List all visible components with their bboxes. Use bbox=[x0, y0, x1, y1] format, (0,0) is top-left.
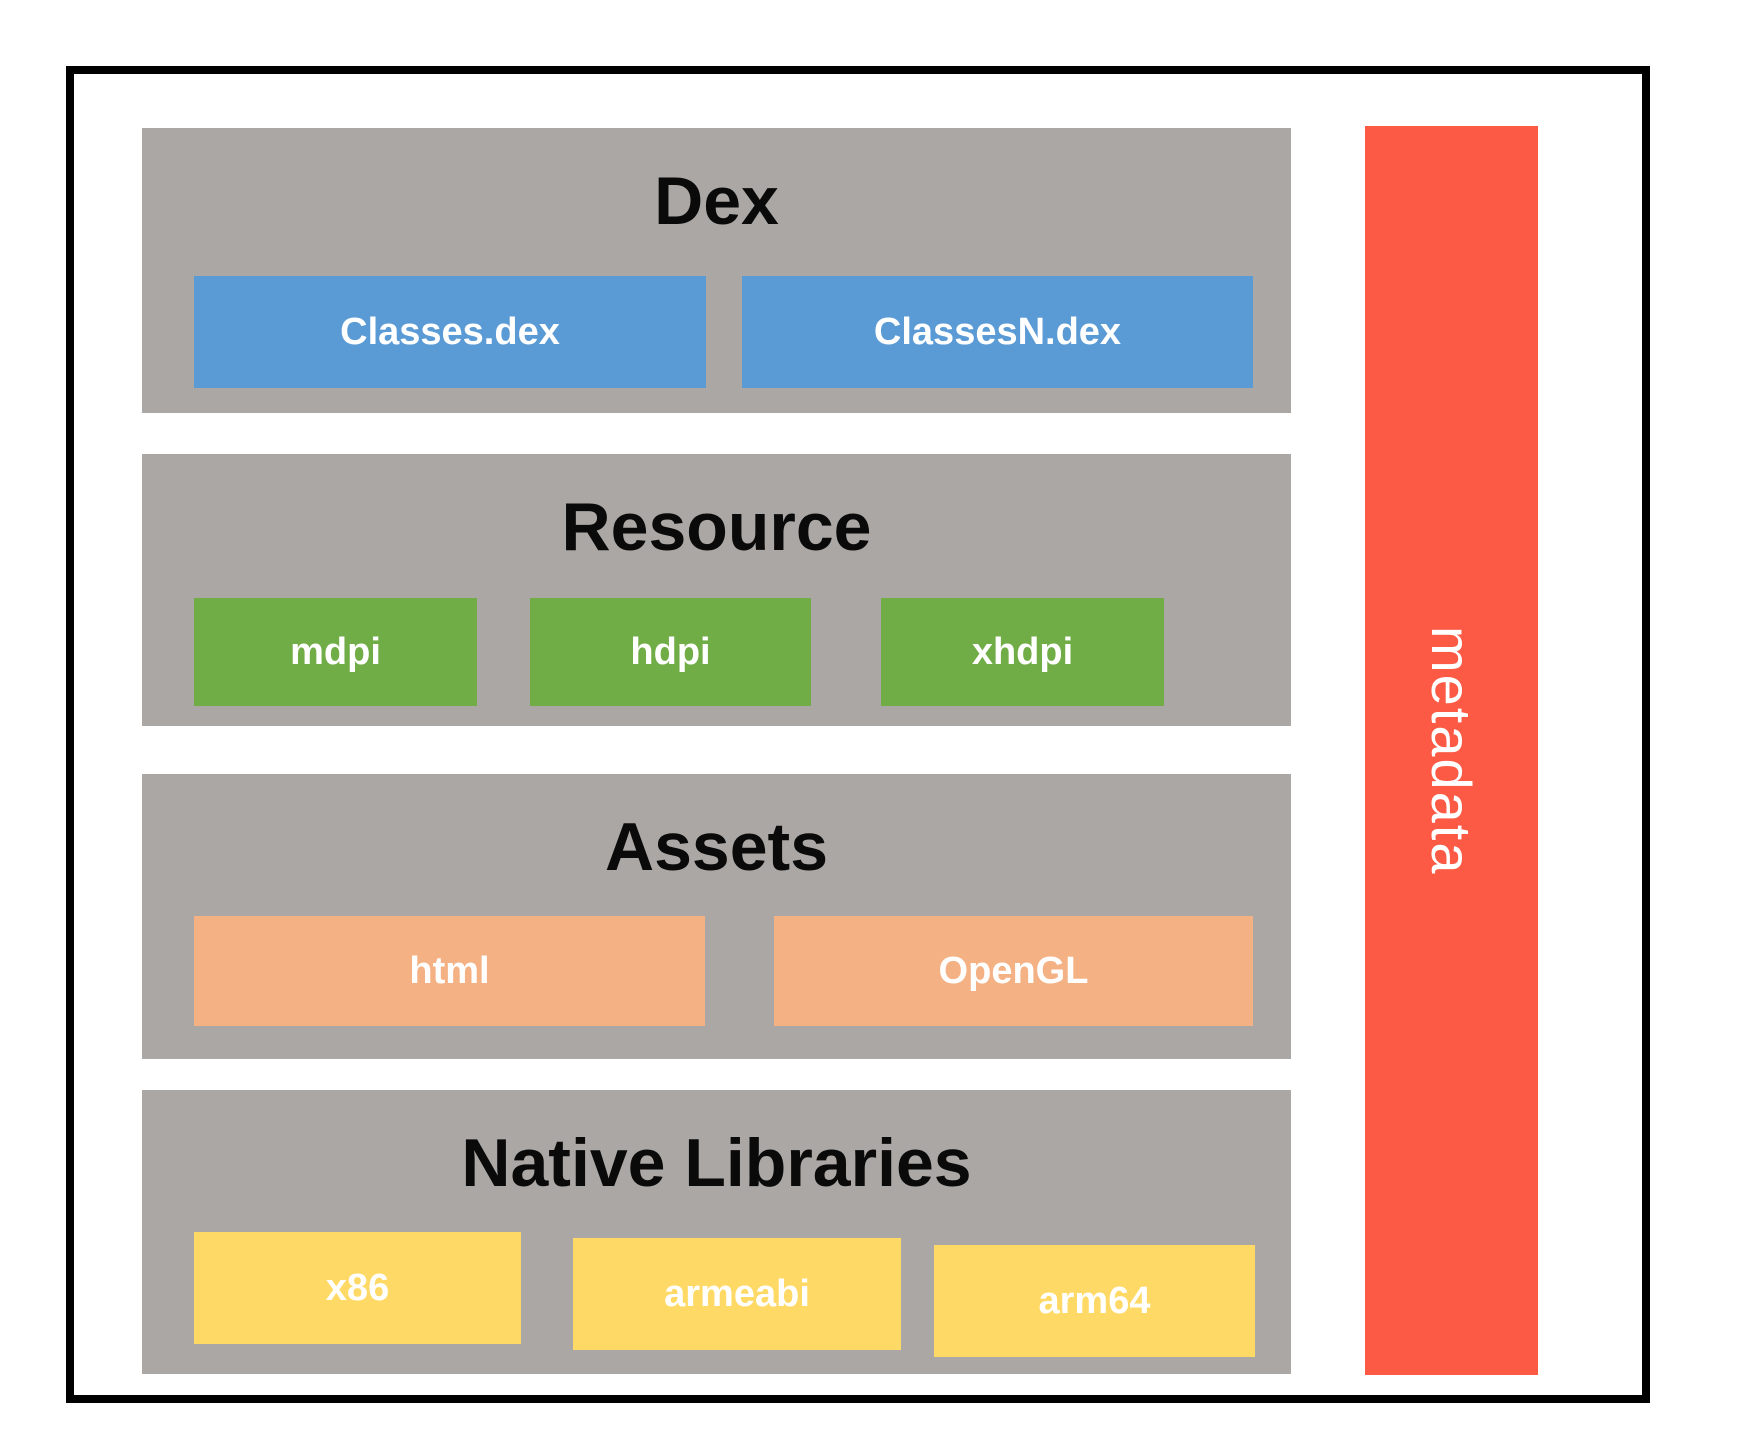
box-arm64: arm64 bbox=[934, 1245, 1255, 1357]
box-mdpi: mdpi bbox=[194, 598, 477, 706]
box-hdpi: hdpi bbox=[530, 598, 811, 706]
section-native-libraries-title: Native Libraries bbox=[461, 1124, 972, 1201]
box-classes-dex: Classes.dex bbox=[194, 276, 706, 388]
box-x86: x86 bbox=[194, 1232, 521, 1344]
box-classesn-dex: ClassesN.dex bbox=[742, 276, 1253, 388]
section-assets-title: Assets bbox=[604, 808, 829, 885]
metadata-bar-label: metadata bbox=[1420, 625, 1483, 876]
section-dex-title: Dex bbox=[654, 162, 779, 239]
diagram-outer-frame bbox=[66, 66, 1650, 1403]
box-opengl: OpenGL bbox=[774, 916, 1253, 1026]
box-armeabi: armeabi bbox=[573, 1238, 901, 1350]
box-html: html bbox=[194, 916, 705, 1026]
metadata-bar: metadata bbox=[1365, 126, 1538, 1375]
box-xhdpi: xhdpi bbox=[881, 598, 1164, 706]
section-resource-title: Resource bbox=[561, 488, 872, 565]
